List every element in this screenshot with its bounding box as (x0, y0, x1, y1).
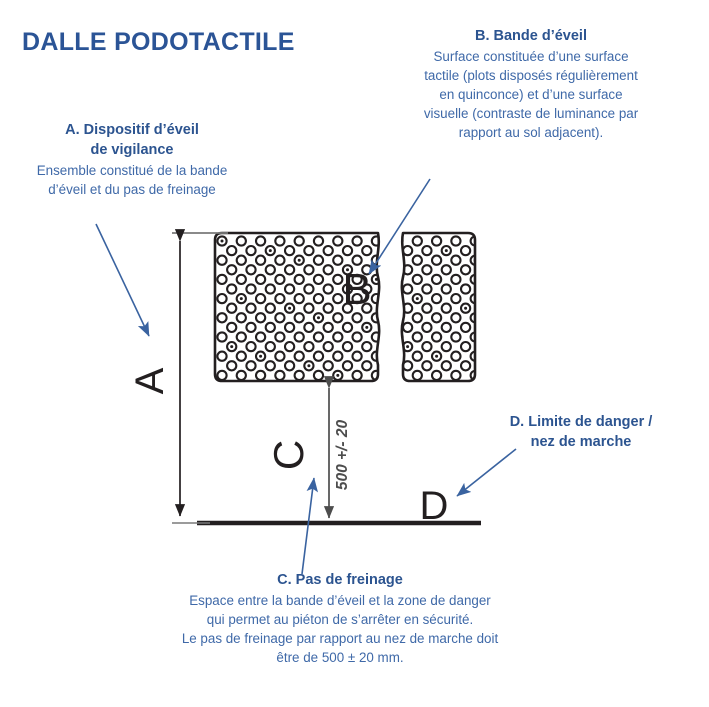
leader-arrow-b (368, 178, 431, 275)
annotation-d-heading-line2: nez de marche (530, 434, 632, 450)
annotation-c-body-line: Espace entre la bande d’éveil et la zone… (189, 593, 491, 608)
annotation-b-heading-line1: B. Bande d’éveil (474, 28, 587, 44)
annotation-b-body-line: Surface constituée d’une surface (433, 49, 629, 64)
annotation-a-body-line: d’éveil et du pas de freinage (48, 182, 216, 198)
dimension-c-label: 500 +/- 20 (334, 420, 351, 491)
leader-arrow-d (456, 448, 517, 497)
tactile-slab-left (213, 231, 381, 383)
dimension-a: A (128, 229, 228, 524)
annotation-b-body-line: en quinconce) et d’une surface (439, 87, 623, 103)
annotation-b-body-line: visuelle (contraste de luminance par (423, 106, 639, 122)
diagram-letter-d: D (420, 484, 449, 528)
page-title: DALLE PODOTACTILE (22, 28, 295, 56)
tactile-studs-right (401, 235, 475, 381)
leader-arrow-a (95, 223, 150, 337)
annotation-b-heading: B. Bande d’éveil (398, 26, 664, 46)
annotation-a-heading-line1: A. Dispositif d’éveil (65, 122, 199, 138)
annotation-b-body-line: tactile (plots disposés régulièrement (424, 68, 638, 84)
annotation-a-heading-line2: de vigilance (90, 142, 174, 158)
annotation-a-dispositif-eveil: A. Dispositif d’éveil de vigilance Ensem… (8, 120, 256, 199)
annotation-c-body-line: être de 500 ± 20 mm. (276, 650, 404, 666)
diagram-letter-c: C (265, 440, 312, 470)
annotation-a-body-line: Ensemble constitué de la bande (36, 163, 228, 178)
annotation-d-limite-danger: D. Limite de danger / nez de marche (474, 412, 688, 453)
annotation-b-bande-eveil: B. Bande d’éveil Surface constituée d’un… (398, 26, 664, 142)
annotation-b-body: Surface constituée d’une surface tactile… (398, 47, 664, 142)
tactile-slab-right (400, 231, 477, 383)
annotation-c-heading-line1: C. Pas de freinage (277, 572, 403, 588)
tactile-studs-left (216, 235, 380, 381)
annotation-c-body-line: qui permet au piéton de s’arrêter en séc… (206, 612, 474, 628)
annotation-d-heading: D. Limite de danger / nez de marche (474, 412, 688, 452)
diagram-letter-b: B (342, 265, 371, 314)
annotation-c-body-line: Le pas de freinage par rapport au nez de… (181, 631, 499, 647)
annotation-c-body: Espace entre la bande d’éveil et la zone… (128, 591, 552, 667)
annotation-a-heading: A. Dispositif d’éveil de vigilance (8, 120, 256, 160)
annotation-c-heading: C. Pas de freinage (128, 570, 552, 590)
diagram-letter-a: A (128, 367, 172, 394)
dimension-c-500: 500 +/- 20 C (265, 376, 351, 519)
annotation-a-body: Ensemble constitué de la bande d’éveil e… (8, 161, 256, 199)
annotation-b-body-line: rapport au sol adjacent). (458, 125, 604, 141)
annotation-c-pas-de-freinage: C. Pas de freinage Espace entre la bande… (128, 570, 552, 667)
annotation-d-heading-line1: D. Limite de danger / (509, 414, 653, 430)
leader-arrow-c (301, 477, 319, 575)
